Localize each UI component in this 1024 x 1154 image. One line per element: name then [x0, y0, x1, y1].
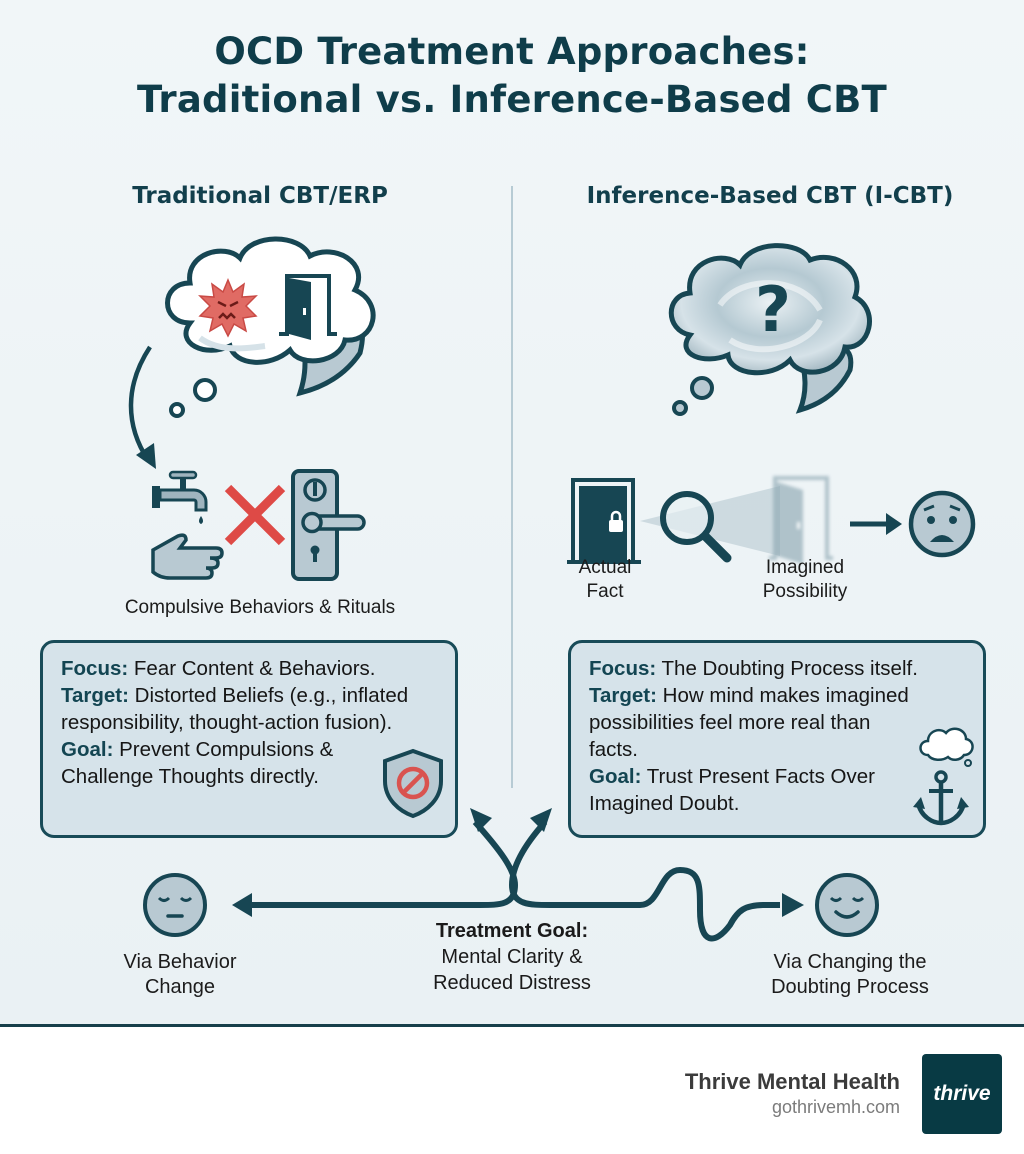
thrive-logo: thrive — [922, 1054, 1002, 1134]
behavior-change-line-1: Via Behavior — [123, 951, 237, 973]
faucet-icon — [152, 470, 208, 524]
worried-face-icon — [908, 490, 976, 558]
door-lock-icon — [291, 469, 366, 581]
small-thought-cloud-icon — [919, 727, 974, 767]
arrow-right-icon — [850, 513, 902, 535]
anchor-icon — [913, 770, 969, 826]
actual-fact-line-1: Actual — [578, 557, 632, 578]
doubting-process-line-2: Doubting Process — [771, 976, 929, 998]
behavior-change-outcome: Via Behavior Change — [90, 950, 270, 1000]
angry-germ-icon — [198, 278, 258, 338]
hand-icon — [151, 533, 224, 580]
target-text: How mind makes imagined possibilities fe… — [589, 684, 909, 761]
blurred-door-icon — [769, 476, 833, 564]
traditional-cbt-summary-box: Focus: Fear Content & Behaviors. Target:… — [40, 640, 458, 838]
treatment-goal-line-2: Reduced Distress — [433, 972, 591, 994]
page-title: OCD Treatment Approaches: Traditional vs… — [0, 28, 1024, 124]
target-label: Target: — [589, 684, 657, 707]
goal-text: Prevent Compulsions & Challenge Thoughts… — [61, 738, 334, 788]
infographic: OCD Treatment Approaches: Traditional vs… — [0, 0, 1024, 1024]
goal-label: Goal: — [589, 765, 642, 788]
target-text: Distorted Beliefs (e.g., inflated respon… — [61, 684, 409, 734]
shield-prohibited-icon — [383, 748, 443, 819]
actual-fact-caption: Actual Fact — [560, 556, 650, 604]
open-door-icon — [279, 274, 337, 340]
behavior-change-line-2: Change — [144, 976, 216, 998]
question-mark-icon: ? — [755, 273, 791, 346]
thought-bubble-dots-icon — [169, 378, 217, 418]
thought-bubble-dots-icon — [672, 376, 714, 416]
goal-text: Trust Present Facts Over Imagined Doubt. — [589, 765, 875, 815]
doubting-process-outcome: Via Changing the Doubting Process — [740, 950, 960, 1000]
target-label: Target: — [61, 684, 129, 707]
imagined-possibility-line-2: Possibility — [762, 581, 848, 602]
doubting-process-line-1: Via Changing the — [773, 951, 927, 973]
imagined-possibility-caption: Imagined Possibility — [740, 556, 870, 604]
footer: Thrive Mental Health gothrivemh.com thri… — [0, 1024, 1024, 1154]
right-column-heading: Inference-Based CBT (I-CBT) — [586, 183, 954, 209]
brand-name: Thrive Mental Health — [684, 1069, 900, 1094]
thought-cloud-icon — [165, 236, 376, 397]
column-divider — [511, 186, 513, 788]
actual-fact-line-2: Fact — [586, 581, 624, 602]
title-line-1: OCD Treatment Approaches: — [214, 30, 810, 73]
title-line-2: Traditional vs. Inference-Based CBT — [137, 78, 887, 121]
brand-block: Thrive Mental Health gothrivemh.com — [685, 1069, 900, 1118]
goal-label: Goal: — [61, 738, 114, 761]
focus-text: The Doubting Process itself. — [661, 657, 918, 680]
calm-face-icon-right — [815, 873, 879, 937]
treatment-goal-line-1: Mental Clarity & — [441, 946, 583, 968]
brand-url[interactable]: gothrivemh.com — [771, 1097, 900, 1117]
divergent-arrows-flow — [232, 808, 804, 942]
curved-arrow-icon — [128, 345, 156, 469]
left-column-heading: Traditional CBT/ERP — [132, 183, 388, 209]
magnifying-glass-icon — [660, 491, 732, 563]
treatment-goal-heading: Treatment Goal: — [435, 920, 589, 942]
treatment-goal: Treatment Goal: Mental Clarity & Reduced… — [400, 918, 624, 996]
compulsive-behaviors-caption: Compulsive Behaviors & Rituals — [124, 597, 396, 618]
focus-label: Focus: — [589, 657, 657, 680]
icbt-summary-box: Focus: The Doubting Process itself. Targ… — [568, 640, 986, 838]
imagined-possibility-line-1: Imagined — [765, 557, 845, 578]
focus-label: Focus: — [61, 657, 129, 680]
red-x-icon — [224, 484, 286, 546]
focus-text: Fear Content & Behaviors. — [133, 657, 376, 680]
locked-door-icon — [567, 478, 641, 564]
calm-face-icon-left — [143, 873, 207, 937]
swirling-thought-cloud-icon — [668, 243, 872, 414]
